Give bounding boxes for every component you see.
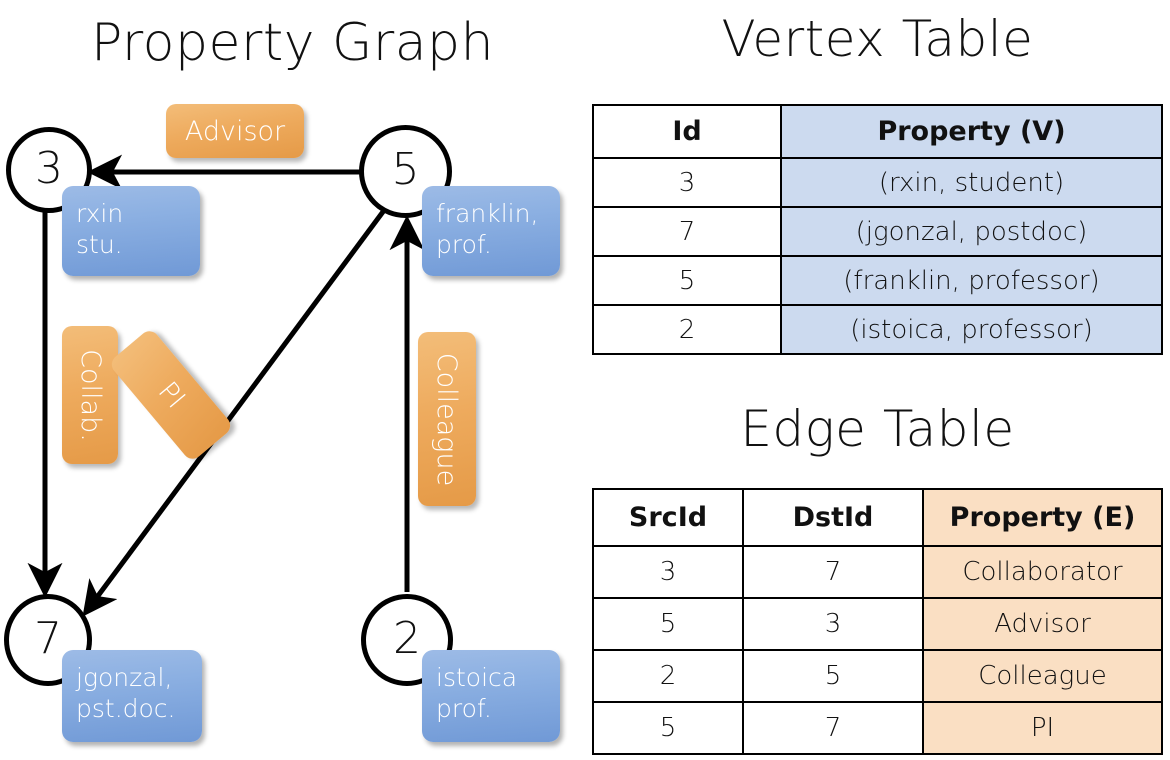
edge-label-box-advisor: Advisor — [166, 104, 304, 158]
edge-row-1-property: Advisor — [922, 597, 1163, 651]
property-graph-panel: Property Graph 3 5 7 — [4, 13, 560, 742]
graph-node-5-label: 5 — [391, 144, 420, 195]
vertex-row-2-property: (franklin, professor) — [780, 255, 1163, 306]
vertex-row-1-id: 7 — [592, 206, 782, 257]
edge-row-3-src: 5 — [592, 701, 744, 755]
vertex-table-header-row: Id Property (V) — [592, 104, 1163, 159]
vertex-table-title: Vertex Table — [721, 10, 1034, 68]
property-graph-title: Property Graph — [90, 13, 495, 73]
edge-row-2-dst: 5 — [742, 649, 924, 703]
graph-node-7-label: 7 — [34, 612, 62, 664]
vertex-row-0-id: 3 — [592, 157, 782, 208]
graph-edge-arrows — [27, 154, 425, 617]
edge-label-advisor-text: Advisor — [184, 115, 286, 147]
vertex-property-box-franklin: franklin, prof. — [422, 186, 560, 276]
edge-table-header-dstid: DstId — [742, 488, 924, 547]
table-row[interactable]: 5 (franklin, professor) — [592, 255, 1163, 306]
vertex-property-rxin-line1: rxin — [76, 199, 124, 228]
edge-row-3-property: PI — [922, 701, 1163, 755]
table-row[interactable]: 5 3 Advisor — [592, 597, 1163, 651]
edge-label-pi-text: PI — [151, 375, 191, 415]
vertex-property-franklin-line2: prof. — [436, 230, 492, 259]
vertex-row-1-property: (jgonzal, postdoc) — [780, 206, 1163, 257]
table-row[interactable]: 3 (rxin, student) — [592, 157, 1163, 208]
edge-row-0-dst: 7 — [742, 545, 924, 599]
edge-label-colleague-text: Colleague — [431, 352, 463, 486]
vertex-table: Id Property (V) 3 (rxin, student) 7 (jgo… — [592, 104, 1163, 355]
edge-row-0-src: 3 — [592, 545, 744, 599]
graph-node-3-label: 3 — [35, 142, 63, 194]
edge-row-1-dst: 3 — [742, 597, 924, 651]
vertex-row-0-property: (rxin, student) — [780, 157, 1163, 208]
table-row[interactable]: 7 (jgonzal, postdoc) — [592, 206, 1163, 257]
edge-row-1-src: 5 — [592, 597, 744, 651]
edge-label-collab-text: Collab. — [74, 348, 106, 442]
edge-row-0-property: Collaborator — [922, 545, 1163, 599]
vertex-row-2-id: 5 — [592, 255, 782, 306]
vertex-property-box-jgonzal: jgonzal, pst.doc. — [62, 650, 202, 742]
edge-table-header-row: SrcId DstId Property (E) — [592, 488, 1163, 547]
vertex-table-header-property: Property (V) — [780, 104, 1163, 159]
table-row[interactable]: 2 (istoica, professor) — [592, 304, 1163, 355]
table-row[interactable]: 3 7 Collaborator — [592, 545, 1163, 599]
vertex-property-jgonzal-line1: jgonzal, — [76, 663, 173, 692]
vertex-property-box-rxin: rxin stu. — [62, 186, 200, 276]
graph-node-2-label: 2 — [393, 612, 421, 664]
vertex-property-rxin-line2: stu. — [76, 230, 123, 259]
vertex-property-jgonzal-line2: pst.doc. — [76, 694, 176, 723]
edge-arrow-5-to-7 — [82, 203, 391, 617]
vertex-property-franklin-line1: franklin, — [436, 199, 539, 228]
vertex-property-box-istoica: istoica prof. — [422, 650, 560, 742]
edge-label-box-collab: Collab. — [62, 326, 118, 464]
vertex-property-istoica-line1: istoica — [436, 663, 518, 692]
vertex-row-3-id: 2 — [592, 304, 782, 355]
graph-node-2[interactable]: 2 — [361, 594, 453, 686]
edge-row-2-src: 2 — [592, 649, 744, 703]
edge-table-header-srcid: SrcId — [592, 488, 744, 547]
table-row[interactable]: 2 5 Colleague — [592, 649, 1163, 703]
edge-row-2-property: Colleague — [922, 649, 1163, 703]
edge-table: SrcId DstId Property (E) 3 7 Collaborato… — [592, 488, 1163, 755]
vertex-property-istoica-line2: prof. — [436, 694, 492, 723]
edge-label-box-colleague: Colleague — [418, 332, 476, 506]
table-row[interactable]: 5 7 PI — [592, 701, 1163, 755]
edge-table-title: Edge Table — [740, 400, 1015, 458]
vertex-row-3-property: (istoica, professor) — [780, 304, 1163, 355]
vertex-table-header-id: Id — [592, 104, 782, 159]
edge-table-header-property: Property (E) — [922, 488, 1163, 547]
edge-row-3-dst: 7 — [742, 701, 924, 755]
